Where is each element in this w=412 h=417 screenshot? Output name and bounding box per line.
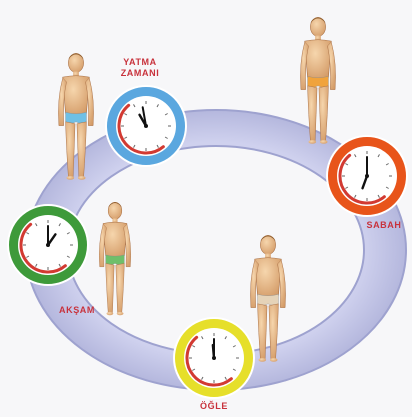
label-noon: ÖĞLE (184, 401, 244, 412)
morning-clock-icon (327, 136, 407, 216)
noon-clock-icon (174, 318, 254, 398)
evening-clock-icon (8, 205, 88, 285)
morning-person (300, 17, 335, 143)
label-morning: SABAH (356, 220, 412, 231)
label-evening: AKŞAM (42, 305, 112, 316)
bedtime-clock-icon (106, 86, 186, 166)
